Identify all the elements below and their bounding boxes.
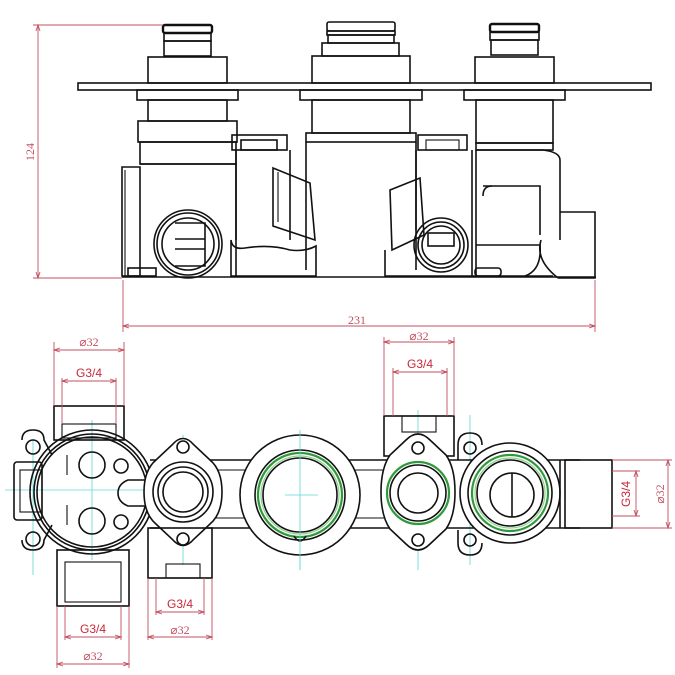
flange-port-3 — [380, 433, 456, 551]
right-valve-ring — [459, 442, 561, 544]
dim-top-mid-outer: ⌀32 — [382, 329, 456, 416]
svg-text:G3/4: G3/4 — [407, 357, 433, 371]
central-valve-ring — [239, 432, 361, 570]
dim-top-left-thread: G3/4 — [60, 366, 118, 424]
dim-top-mid-thread: G3/4 — [391, 357, 449, 416]
width-label: 231 — [348, 313, 366, 327]
front-elevation-view: 124 231 — [23, 21, 652, 332]
dim-bottom-mid-outer: ⌀32 — [146, 578, 214, 640]
left-port-ring — [153, 209, 223, 279]
left-cartridge — [136, 23, 239, 165]
svg-text:G3/4: G3/4 — [167, 597, 193, 611]
svg-text:G3/4: G3/4 — [80, 622, 106, 636]
svg-text:⌀32: ⌀32 — [653, 484, 667, 503]
dim-right-thread: G3/4 — [612, 469, 640, 518]
valve-body-elevation — [121, 134, 596, 279]
svg-text:⌀32: ⌀32 — [83, 649, 102, 663]
left-mounting-lugs — [13, 429, 53, 551]
plan-view: ⌀32 G3/4 ⌀32 G3/4 G3/4 — [5, 329, 672, 668]
right-port-ring — [413, 217, 469, 273]
flange-port-2 — [143, 437, 223, 579]
svg-text:G3/4: G3/4 — [76, 366, 102, 380]
dim-bottom-mid-thread: G3/4 — [154, 578, 206, 615]
right-mounting-lugs — [457, 432, 483, 556]
right-cartridge — [463, 22, 566, 151]
dim-right-outer: ⌀32 — [612, 458, 672, 530]
width-dimension: 231 — [121, 280, 597, 332]
svg-text:G3/4: G3/4 — [619, 481, 633, 507]
dim-bottom-left-thread: G3/4 — [63, 606, 123, 640]
height-label: 124 — [23, 143, 37, 161]
wall-plate — [77, 82, 652, 91]
dim-bottom-left-outer: ⌀32 — [55, 606, 131, 668]
left-top-inlet — [53, 405, 125, 441]
svg-text:⌀32: ⌀32 — [170, 623, 189, 637]
height-dimension: 124 — [23, 23, 163, 280]
dim-top-left-outer: ⌀32 — [52, 335, 126, 406]
svg-text:⌀32: ⌀32 — [79, 335, 98, 349]
left-bottom-inlet — [56, 549, 130, 607]
svg-text:⌀32: ⌀32 — [409, 329, 428, 343]
middle-cartridge — [299, 21, 423, 270]
right-outlet — [564, 459, 613, 529]
